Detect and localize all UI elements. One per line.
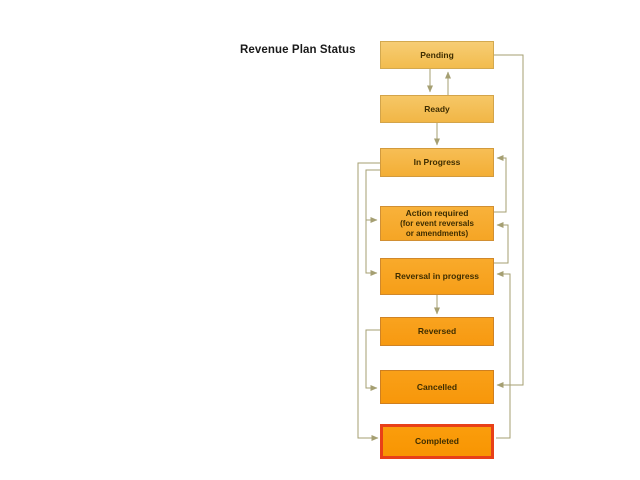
diagram-title: Revenue Plan Status: [240, 44, 356, 56]
node-ready: Ready: [380, 95, 494, 123]
node-pending: Pending: [380, 41, 494, 69]
node-reversal-in-progress-label: Reversal in progress: [394, 271, 480, 282]
node-cancelled: Cancelled: [380, 370, 494, 404]
node-action-required-label: Action required: [405, 208, 469, 219]
edge-completed-to-reversal-in-progress: [496, 271, 511, 439]
node-reversed: Reversed: [380, 317, 494, 346]
node-in-progress: In Progress: [380, 148, 494, 177]
edge-action-required-to-in-progress: [494, 155, 507, 213]
node-action-required-sublabel: (for event reversals or amendments): [400, 218, 474, 238]
edge-in-progress-to-action-required: [365, 169, 380, 223]
node-completed: Completed: [380, 424, 494, 459]
edge-in-progress-to-reversal-in-progress: [365, 220, 378, 276]
node-completed-label: Completed: [415, 436, 459, 447]
node-action-required: Action required (for event reversals or …: [380, 206, 494, 241]
edge-pending-to-cancelled: [494, 54, 524, 388]
node-pending-label: Pending: [420, 49, 454, 60]
edge-in-progress-to-completed: [357, 162, 380, 441]
node-reversed-label: Reversed: [417, 326, 457, 337]
node-ready-label: Ready: [424, 103, 450, 114]
edge-reversal-in-progress-to-action-required: [494, 222, 509, 264]
node-cancelled-label: Cancelled: [416, 381, 458, 392]
node-reversal-in-progress: Reversal in progress: [380, 258, 494, 295]
edge-reversed-to-cancelled: [365, 329, 380, 391]
node-in-progress-label: In Progress: [413, 157, 461, 168]
